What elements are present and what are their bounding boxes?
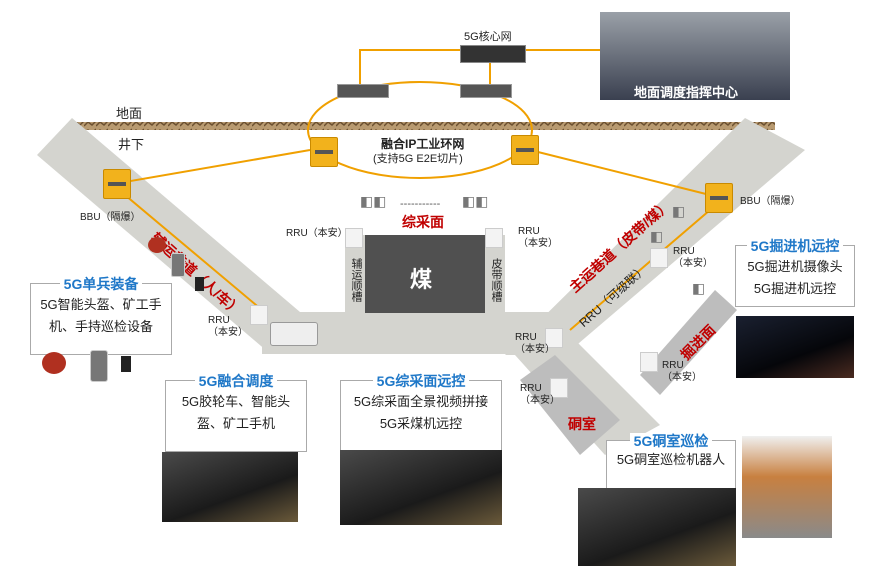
face-photo bbox=[340, 450, 502, 525]
handheld-device-icon bbox=[195, 277, 204, 291]
tunneling-remote-box: 5G掘进机远控 5G掘进机摄像头 5G掘进机远控 bbox=[735, 238, 855, 307]
rru-label: RRU （本安） bbox=[673, 246, 713, 269]
box-line: 5G智能头盔、矿工手 bbox=[40, 297, 162, 312]
camera-icon: ◧ bbox=[692, 280, 706, 296]
chamber-area bbox=[520, 355, 620, 455]
ring-subtitle: (支持5G E2E切片) bbox=[373, 153, 463, 165]
box-line: 机、手持巡检设备 bbox=[48, 319, 153, 334]
heading-tunnel bbox=[640, 290, 737, 395]
rru-device bbox=[550, 378, 568, 398]
ring-switch-right bbox=[511, 135, 539, 165]
vehicle-photo bbox=[162, 452, 298, 522]
switch-right bbox=[460, 84, 512, 98]
rru-label: RRU （本安） bbox=[520, 383, 560, 406]
rru-label: RRU（本安） bbox=[286, 228, 348, 239]
ring-switch-left bbox=[310, 137, 338, 167]
box-line: 5G掘进机摄像头 bbox=[747, 259, 843, 274]
dispatch-box: 5G融合调度 5G胶轮车、智能头盔、矿工手机 bbox=[165, 373, 307, 452]
box-line: 盔、矿工手机 bbox=[196, 416, 275, 431]
chamber-photo bbox=[578, 488, 736, 566]
box-title: 5G融合调度 bbox=[194, 373, 278, 389]
aux-channel-label: 辅运顺槽 bbox=[350, 258, 362, 302]
box-line: 5G综采面全景视频拼接 bbox=[353, 394, 489, 409]
coal-label: 煤 bbox=[410, 267, 433, 292]
chamber-inspection-box: 5G硐室巡检 5G硐室巡检机器人 bbox=[606, 433, 736, 490]
switch-left bbox=[337, 84, 389, 98]
rru-label: RRU （本安） bbox=[515, 332, 555, 355]
rru-device bbox=[485, 228, 503, 248]
box-title: 5G单兵装备 bbox=[59, 276, 143, 292]
phone-icon bbox=[90, 350, 108, 382]
smart-helmet-icon bbox=[148, 237, 166, 253]
rru-label: RRU （本安） bbox=[208, 315, 248, 338]
face-remote-box: 5G综采面远控 5G综采面全景视频拼接 5G采煤机远控 bbox=[340, 373, 502, 452]
rru-device bbox=[545, 328, 563, 348]
bbu-right bbox=[705, 183, 733, 213]
core-network-server bbox=[460, 45, 526, 63]
camera-icon: ◧◧ bbox=[462, 193, 489, 209]
camera-icon: ◧ bbox=[650, 228, 664, 244]
ground-label: 地面 bbox=[116, 106, 143, 121]
bbu-left-label: BBU（隔爆） bbox=[80, 212, 141, 223]
rru-device bbox=[650, 248, 668, 268]
inspection-robot-photo bbox=[742, 436, 832, 538]
box-line: 5G采煤机远控 bbox=[379, 416, 463, 431]
ground-layer bbox=[75, 122, 775, 130]
chamber-label: 硐室 bbox=[568, 416, 596, 432]
camera-icon: ◧◧ bbox=[360, 193, 387, 209]
box-line: 5G胶轮车、智能头 bbox=[181, 394, 291, 409]
underground-label: 井下 bbox=[118, 137, 145, 152]
box-line: 5G硐室巡检机器人 bbox=[616, 452, 726, 467]
main-tunnel bbox=[505, 118, 805, 355]
rru-device bbox=[640, 352, 658, 372]
bbu-left bbox=[103, 169, 131, 199]
smart-helmet-icon bbox=[42, 352, 66, 374]
belt-channel-label: 皮带顺槽 bbox=[490, 258, 502, 302]
coal-block bbox=[365, 235, 485, 313]
aux-tunnel bbox=[37, 118, 300, 352]
core-network-label: 5G核心网 bbox=[464, 31, 512, 43]
rru-label: RRU （本安） bbox=[518, 226, 558, 249]
box-line: 5G掘进机远控 bbox=[753, 281, 837, 296]
box-title: 5G硐室巡检 bbox=[629, 433, 713, 449]
bbu-right-label: BBU（隔爆） bbox=[740, 196, 801, 207]
face-label: 综采面 bbox=[402, 214, 444, 230]
individual-equipment-box: 5G单兵装备 5G智能头盔、矿工手机、手持巡检设备 bbox=[30, 276, 172, 355]
box-title: 5G掘进机远控 bbox=[746, 238, 844, 254]
phone-icon bbox=[171, 253, 185, 277]
camera-dashes: ----------- bbox=[400, 198, 441, 210]
control-center-photo bbox=[600, 12, 790, 100]
rru-label: RRU （本安） bbox=[662, 360, 702, 383]
control-center-label: 地面调度指挥中心 bbox=[634, 85, 739, 100]
ring-title: 融合IP工业环网 bbox=[381, 137, 465, 151]
rru-device bbox=[250, 305, 268, 325]
ip-ring bbox=[307, 81, 533, 179]
rubber-tire-vehicle bbox=[270, 322, 318, 346]
camera-icon: ◧ bbox=[672, 203, 686, 219]
tunneling-photo bbox=[736, 316, 854, 378]
rru-device bbox=[345, 228, 363, 248]
handheld-device-icon bbox=[121, 356, 131, 372]
box-title: 5G综采面远控 bbox=[372, 373, 470, 389]
